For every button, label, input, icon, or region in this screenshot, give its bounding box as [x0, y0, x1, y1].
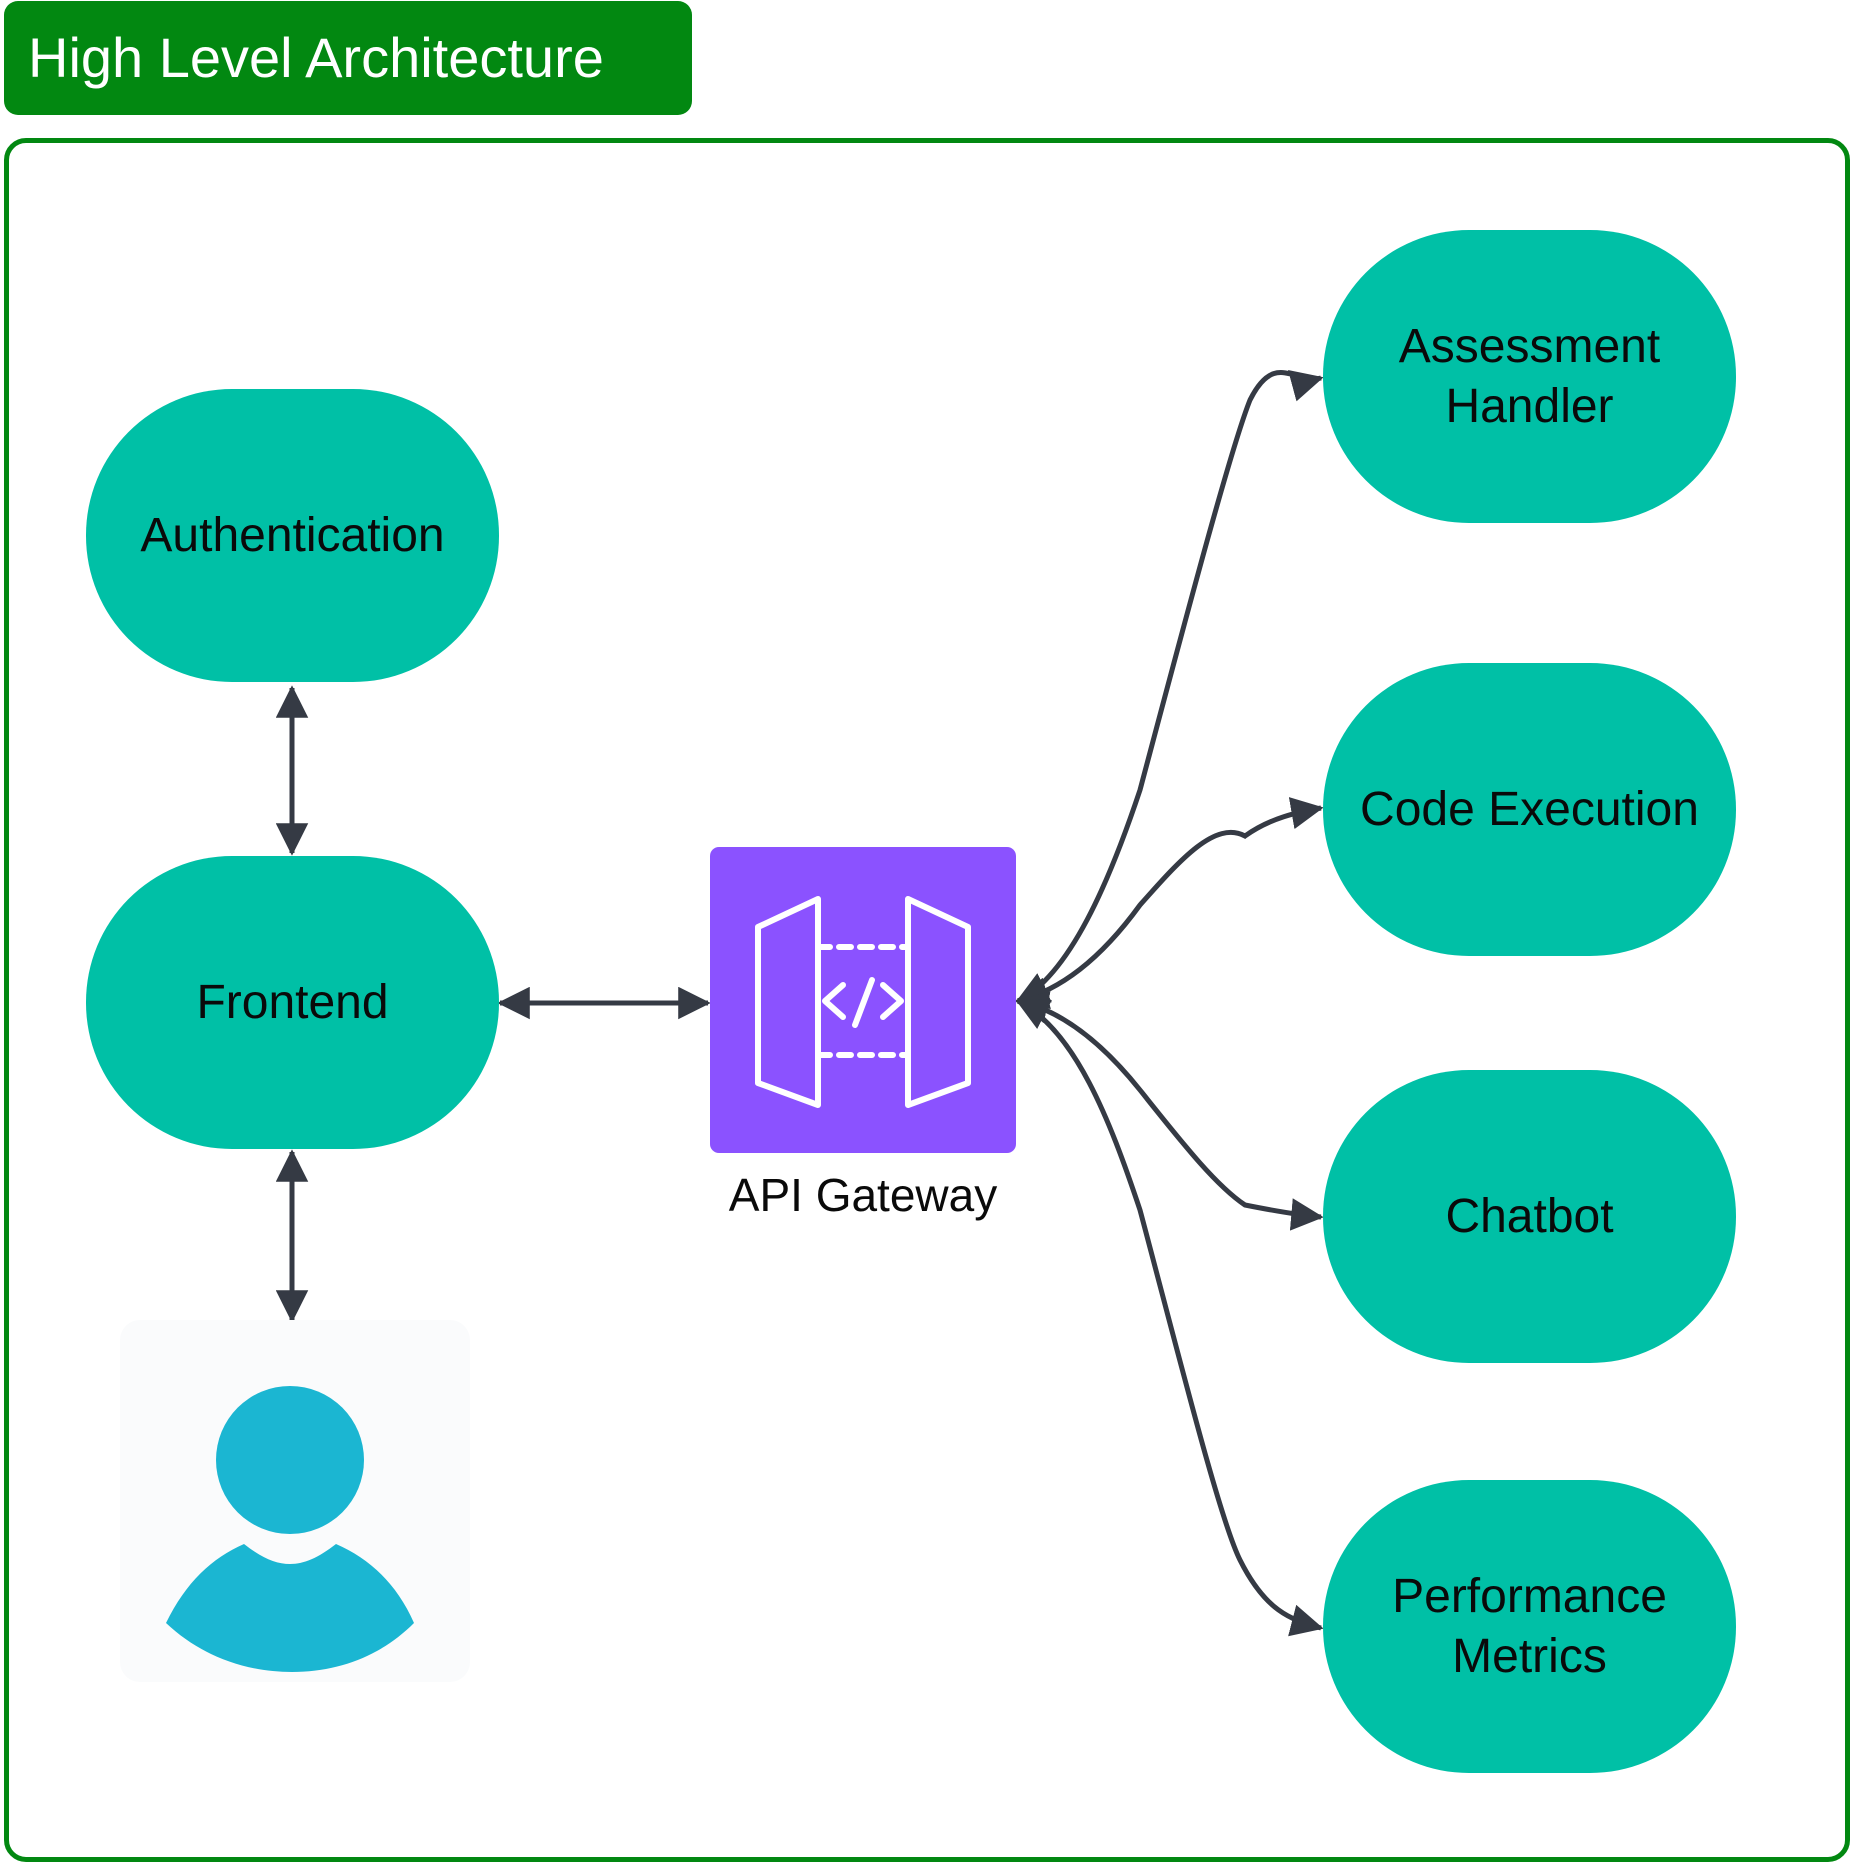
edge-gateway-assessment — [1015, 370, 1324, 1004]
diagram-title: High Level Architecture — [4, 1, 692, 115]
edge-gateway-code — [1015, 797, 1324, 1010]
edge-gateway-performance — [1015, 998, 1324, 1637]
architecture-frame — [4, 138, 1850, 1862]
frontend-node: Frontend — [86, 856, 499, 1149]
assessment-handler-node: Assessment Handler — [1323, 230, 1736, 523]
code-execution-node: Code Execution — [1323, 663, 1736, 956]
chatbot-node: Chatbot — [1323, 1070, 1736, 1363]
api-gateway-icon — [710, 847, 1016, 1153]
performance-metrics-node: Performance Metrics — [1323, 1480, 1736, 1773]
api-gateway-label: API Gateway — [728, 1169, 998, 1221]
user-icon — [120, 1320, 470, 1682]
authentication-node: Authentication — [86, 389, 499, 682]
